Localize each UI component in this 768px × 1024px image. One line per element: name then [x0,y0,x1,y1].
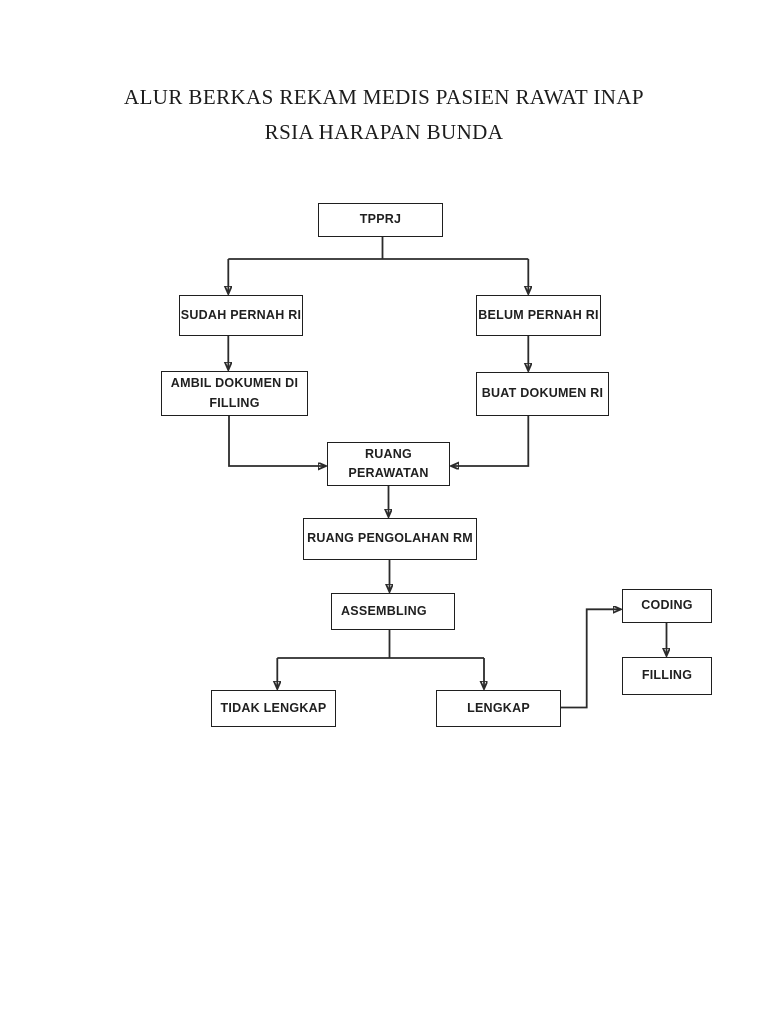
flow-node-tpprj: TPPRJ [318,203,443,237]
page-title: ALUR BERKAS REKAM MEDIS PASIEN RAWAT INA… [124,85,644,109]
flow-node-sudah-pernah-ri: SUDAH PERNAH RI [179,295,303,336]
page-subtitle: RSIA HARAPAN BUNDA [264,120,504,144]
edge-buat-rperawatan [451,416,530,466]
flow-node-buat-dokumen-ri: BUAT DOKUMEN RI [476,372,609,416]
flow-node-ambil-dokumen-di-filling: AMBIL DOKUMEN DI FILLING [161,371,308,416]
flow-node-ruang-pengolahan-rm: RUANG PENGOLAHAN RM [303,518,477,560]
edge-lengkap-coding [560,609,621,709]
flow-node-assembling: ASSEMBLING [331,593,455,630]
flow-node-ruang-perawatan: RUANG PERAWATAN [327,442,450,486]
flow-node-filling: FILLING [622,657,712,695]
flow-node-belum-pernah-ri: BELUM PERNAH RI [476,295,601,336]
flow-node-coding: CODING [622,589,712,623]
flow-node-tidak-lengkap: TIDAK LENGKAP [211,690,336,727]
flow-node-lengkap: LENGKAP [436,690,561,727]
edge-ambil-rperawatan [228,416,326,466]
